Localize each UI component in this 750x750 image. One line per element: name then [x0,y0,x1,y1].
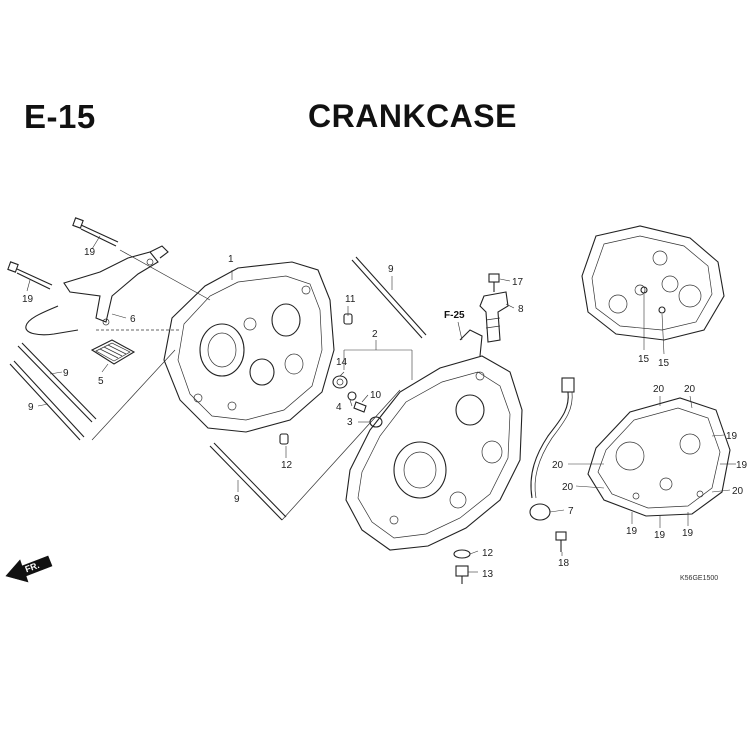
callout-9[interactable]: 9 [234,494,240,505]
dowel-pin-12-lower[interactable] [279,433,289,445]
callout-9[interactable]: 9 [63,368,69,379]
left-crankcase-1[interactable] [163,261,335,433]
washer-11[interactable] [453,549,471,559]
diagram-title: CRANKCASE [308,98,517,134]
diagram-reference-code: K56GE1500 [680,575,718,582]
callout-11[interactable]: 12 [482,548,494,559]
callout-20[interactable]: 20 [684,384,696,395]
bolt-16-lower[interactable] [7,261,53,290]
bolt-17[interactable] [488,273,500,292]
diagram-code-title: E-15 [24,98,96,135]
callout-14[interactable]: 14 [336,357,348,368]
callout-1[interactable]: 1 [228,254,234,265]
callout-19[interactable]: 19 [736,460,748,471]
callout-7[interactable]: 7 [568,506,574,517]
reference-f25[interactable]: F-25 [444,310,465,321]
bracket-6[interactable] [25,245,169,336]
sensor-8[interactable] [479,291,509,343]
callout-20[interactable]: 20 [653,384,665,395]
callout-20[interactable]: 20 [732,486,744,497]
callout-12[interactable]: 11 [345,294,356,305]
callout-12[interactable]: 12 [281,460,293,471]
leader-lines [26,235,736,573]
drain-bolt-13[interactable] [455,565,469,584]
dowel-pin-15[interactable] [640,286,666,314]
callout-16[interactable]: 19 [22,294,34,305]
callout-8[interactable]: 8 [518,304,524,315]
stud-bolt-9-left-b[interactable] [9,360,85,441]
stud-bolt-9-center[interactable] [209,442,287,521]
front-direction-label: FR. [24,560,41,574]
strainer-screen-5[interactable] [90,339,136,365]
bolt-16-upper[interactable] [72,217,119,247]
callout-19[interactable]: 19 [726,431,738,442]
neutral-switch-harness-7[interactable] [529,377,575,521]
crankcase-cover-gasket[interactable] [581,225,725,341]
callout-19[interactable]: 19 [626,526,638,537]
callout-2[interactable]: 2 [372,329,378,340]
oil-seal-14[interactable] [332,375,348,389]
lower-cover-gasket[interactable] [587,397,731,517]
callout-4[interactable]: 4 [336,402,342,413]
callout-15[interactable]: 15 [638,354,650,365]
callout-19[interactable]: 19 [682,528,694,539]
washer-4[interactable] [347,391,357,401]
bolt-10[interactable] [353,401,367,413]
callout-16[interactable]: 19 [84,247,96,258]
callout-13[interactable]: 13 [482,569,494,580]
callout-15[interactable]: 15 [658,358,670,369]
stud-bolt-9-left-a[interactable] [17,342,97,423]
callout-20[interactable]: 20 [562,482,574,493]
callout-6[interactable]: 6 [130,314,136,325]
callout-17[interactable]: 17 [512,277,524,288]
right-crankcase[interactable] [345,329,523,551]
callout-19[interactable]: 19 [654,530,666,541]
callout-labels: 19 19 6 5 9 9 1 9 11 12 9 2 14 4 10 3 17… [22,247,748,580]
callout-9[interactable]: 9 [28,402,34,413]
alignment-lines [91,249,401,521]
callout-10[interactable]: 10 [370,390,382,401]
callout-18[interactable]: 18 [558,558,570,569]
callout-5[interactable]: 5 [98,376,104,387]
callout-3[interactable]: 3 [347,417,353,428]
callout-9[interactable]: 9 [388,264,394,275]
bolt-18[interactable] [555,531,567,552]
front-direction-arrow: FR. [5,555,53,583]
stud-bolt-9-right[interactable] [351,256,427,339]
callout-20[interactable]: 20 [552,460,564,471]
